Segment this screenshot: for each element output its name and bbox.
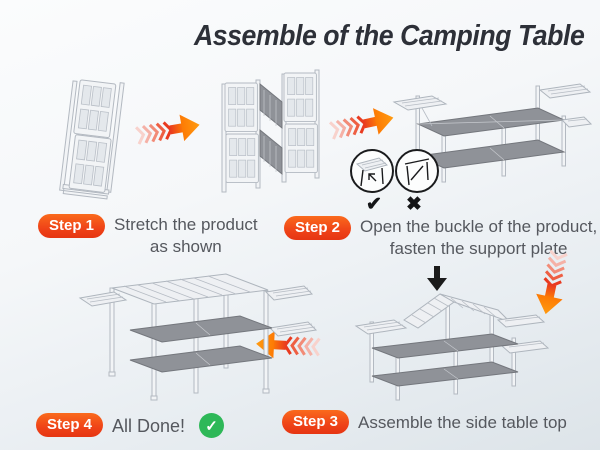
step3-text: Assemble the side table top (358, 413, 567, 432)
finished-table-illustration (78, 273, 318, 401)
step1-text: Stretch the product as shown (114, 215, 258, 256)
buckle-detail-insets (350, 149, 439, 193)
right-arrow-icon (131, 105, 204, 156)
step1-row: Step 1 Stretch the product as shown (38, 214, 258, 258)
step4-text: All Done! (112, 416, 186, 436)
step4-row: Step 4 All Done! ✓ (36, 412, 225, 438)
step2-row: Step 2 Open the buckle of the product, f… (284, 216, 597, 260)
cross-icon: ✖ (406, 194, 422, 215)
side-top-assembly-illustration (354, 266, 550, 401)
right-arrow-icon (325, 98, 398, 151)
step3-badge: Step 3 (282, 410, 350, 434)
folded-table-illustration (59, 79, 125, 200)
step4-badge: Step 4 (36, 413, 104, 437)
step1-badge: Step 1 (38, 214, 106, 238)
half-unfolded-table-illustration (221, 69, 320, 193)
step2-text: Open the buckle of the product, fasten t… (360, 217, 598, 258)
done-check-icon: ✓ (199, 413, 225, 438)
step3-row: Step 3 Assemble the side table top (282, 410, 567, 434)
step2-badge: Step 2 (284, 216, 352, 240)
page-title: Assemble of the Camping Table (193, 20, 585, 52)
opened-frame-illustration (392, 83, 592, 183)
check-icon: ✔ (366, 194, 382, 215)
